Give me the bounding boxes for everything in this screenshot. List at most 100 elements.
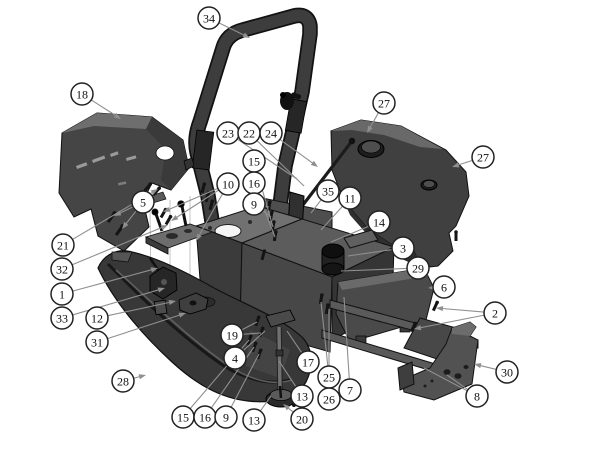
balloon-13: 13 <box>242 408 266 432</box>
leader-line-27 <box>457 159 473 166</box>
balloon-label-16: 16 <box>248 176 260 190</box>
balloon-11: 11 <box>338 186 362 210</box>
balloon-label-21: 21 <box>57 238 69 252</box>
balloon-label-1: 1 <box>59 287 65 301</box>
balloon-32: 32 <box>50 257 74 281</box>
balloon-9: 9 <box>214 405 238 429</box>
leader-line-31 <box>107 314 181 340</box>
balloon-15: 15 <box>242 149 266 173</box>
leader-line-20 <box>287 407 294 413</box>
leader-line-25 <box>320 301 329 367</box>
balloon-label-18: 18 <box>76 87 88 101</box>
hitch-bracket <box>397 321 479 401</box>
balloon-label-24: 24 <box>265 126 277 140</box>
balloon-label-15: 15 <box>177 410 189 424</box>
leader-line-9 <box>262 210 272 218</box>
leader-line-8 <box>446 374 469 391</box>
leader-line-12 <box>107 301 171 317</box>
leader-line-4 <box>242 330 266 352</box>
balloon-31: 31 <box>85 330 109 354</box>
fuel-cap <box>357 140 385 158</box>
balloon-24: 24 <box>259 121 283 145</box>
leader-arrowhead-27 <box>452 162 460 168</box>
leader-arrowhead-34 <box>242 32 250 38</box>
leader-line-5 <box>125 210 137 225</box>
balloon-13: 13 <box>290 384 314 408</box>
balloon-14: 14 <box>367 210 391 234</box>
balloon-35: 35 <box>316 179 340 203</box>
balloon-label-26: 26 <box>323 392 335 406</box>
leader-arrowhead-21 <box>150 189 158 195</box>
leader-line-10 <box>175 189 220 219</box>
balloon-16: 16 <box>242 171 266 195</box>
balloon-5: 5 <box>131 190 155 214</box>
balloon-label-14: 14 <box>373 215 385 229</box>
balloon-label-20: 20 <box>296 412 308 426</box>
leader-arrowhead-1 <box>150 267 158 273</box>
console-hole <box>155 145 175 161</box>
leader-line-14 <box>330 225 370 243</box>
balloon-21: 21 <box>51 233 75 257</box>
leader-arrowhead-28 <box>138 374 146 380</box>
leader-arrowhead-2 <box>436 306 444 312</box>
balloon-23: 23 <box>216 121 240 145</box>
balloon-label-13: 13 <box>248 413 260 427</box>
leader-line-22 <box>256 140 305 187</box>
balloon-15: 15 <box>171 405 195 429</box>
balloon-label-16: 16 <box>199 410 211 424</box>
leader-arrowhead-18 <box>113 113 121 119</box>
balloon-label-33: 33 <box>56 311 68 325</box>
balloon-label-35: 35 <box>322 184 334 198</box>
leader-line-8 <box>423 367 468 392</box>
balloon-label-2: 2 <box>492 306 498 320</box>
balloon-label-31: 31 <box>91 335 103 349</box>
leader-arrowhead-31 <box>178 312 186 318</box>
balloon-30: 30 <box>495 360 519 384</box>
balloon-label-34: 34 <box>203 11 215 25</box>
leader-line-29 <box>340 267 408 272</box>
pivot-hub <box>178 292 209 315</box>
leader-line-7 <box>343 296 350 380</box>
balloon-label-22: 22 <box>243 126 255 140</box>
balloon-label-17: 17 <box>302 355 314 369</box>
balloon-3: 3 <box>391 236 415 260</box>
leader-arrowhead-12 <box>168 299 176 306</box>
balloon-17: 17 <box>296 350 320 374</box>
balloon-label-30: 30 <box>501 365 513 379</box>
balloon-18: 18 <box>70 82 94 106</box>
leader-line-2 <box>441 307 485 313</box>
balloon-28: 28 <box>111 369 135 393</box>
leader-arrowhead-24 <box>310 160 318 167</box>
balloon-label-9: 9 <box>223 410 229 424</box>
leader-line-9 <box>230 353 260 408</box>
balloon-label-13: 13 <box>296 389 308 403</box>
leader-line-1 <box>72 269 153 292</box>
leader-line-2 <box>419 314 485 329</box>
balloon-label-27: 27 <box>378 96 390 110</box>
leader-line-32 <box>71 226 163 266</box>
balloon-29: 29 <box>406 256 430 280</box>
balloon-26: 26 <box>317 387 341 411</box>
small-bracket <box>183 157 195 171</box>
balloon-20: 20 <box>290 407 314 431</box>
balloon-8: 8 <box>465 384 489 408</box>
leader-arrowhead-10 <box>196 233 202 241</box>
leader-line-11 <box>320 205 344 231</box>
balloon-27: 27 <box>471 145 495 169</box>
leader-line-30 <box>479 364 497 370</box>
leader-line-16 <box>210 346 255 409</box>
balloon-33: 33 <box>50 306 74 330</box>
rops-sleeve-left <box>191 129 215 171</box>
leader-arrowhead-10 <box>163 206 171 212</box>
leader-line-19 <box>241 321 258 331</box>
balloon-34: 34 <box>197 6 221 30</box>
leader-line-10 <box>198 193 224 237</box>
leader-line-24 <box>279 139 314 164</box>
balloon-label-5: 5 <box>140 195 146 209</box>
leader-line-35 <box>310 199 322 214</box>
balloon-label-11: 11 <box>344 191 356 205</box>
balloon-label-29: 29 <box>412 261 424 275</box>
balloon-label-7: 7 <box>347 383 353 397</box>
